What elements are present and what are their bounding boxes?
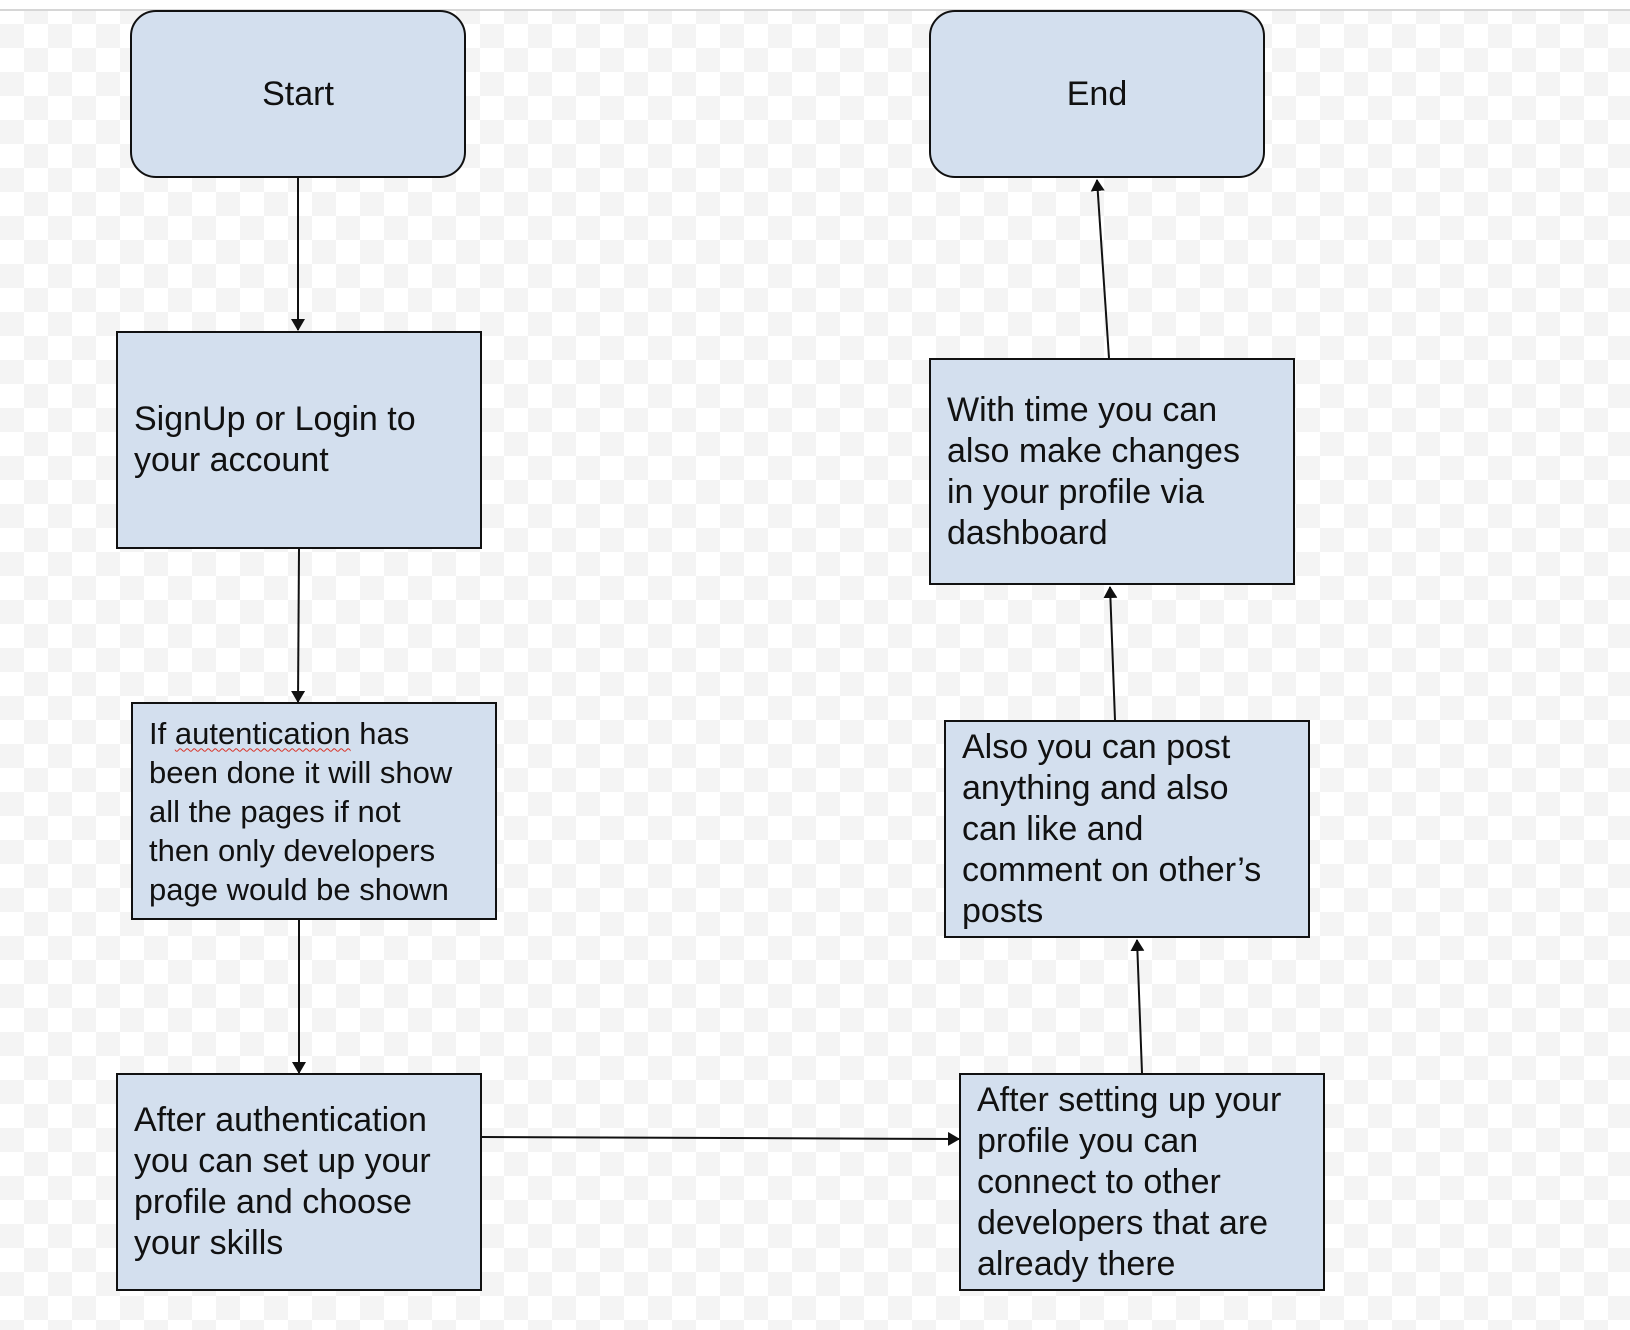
start-node-label: Start — [262, 74, 334, 113]
edit-profile-step: With time you can also make changes in y… — [929, 358, 1295, 585]
setup-profile-label: After authentication you can set up your… — [134, 1101, 431, 1262]
post-like-comment-step: Also you can post anything and also can … — [944, 720, 1310, 938]
setup-profile-step: After authentication you can set up your… — [116, 1073, 482, 1291]
signup-login-step: SignUp or Login to your account — [116, 331, 482, 549]
edge-setup-profile-to-connect — [480, 1131, 960, 1146]
post-like-comment-label: Also you can post anything and also can … — [962, 727, 1262, 930]
spellcheck-flagged-word: autentication — [174, 715, 351, 751]
end-node: End — [929, 10, 1265, 178]
top-border — [0, 0, 1630, 11]
end-node-label: End — [1066, 74, 1128, 113]
authentication-check-label-prefix: If — [149, 715, 175, 751]
authentication-check-step: If autentication has been done it will s… — [131, 702, 497, 920]
edge-connect-to-post — [1130, 939, 1145, 1074]
signup-login-label: SignUp or Login to your account — [134, 400, 416, 479]
edit-profile-label: With time you can also make changes in y… — [947, 390, 1240, 552]
edge-edit-profile-to-end — [1090, 179, 1110, 359]
connect-developers-label: After setting up your profile you can co… — [977, 1080, 1282, 1283]
start-node: Start — [130, 10, 466, 178]
authentication-check-label: If autentication has been done it will s… — [149, 714, 452, 909]
connect-developers-step: After setting up your profile you can co… — [959, 1073, 1325, 1291]
edge-signup-to-auth-check — [291, 548, 306, 703]
edge-post-to-edit-profile — [1103, 586, 1118, 721]
authentication-check-label-suffix: has been done it will show all the pages… — [149, 715, 453, 907]
